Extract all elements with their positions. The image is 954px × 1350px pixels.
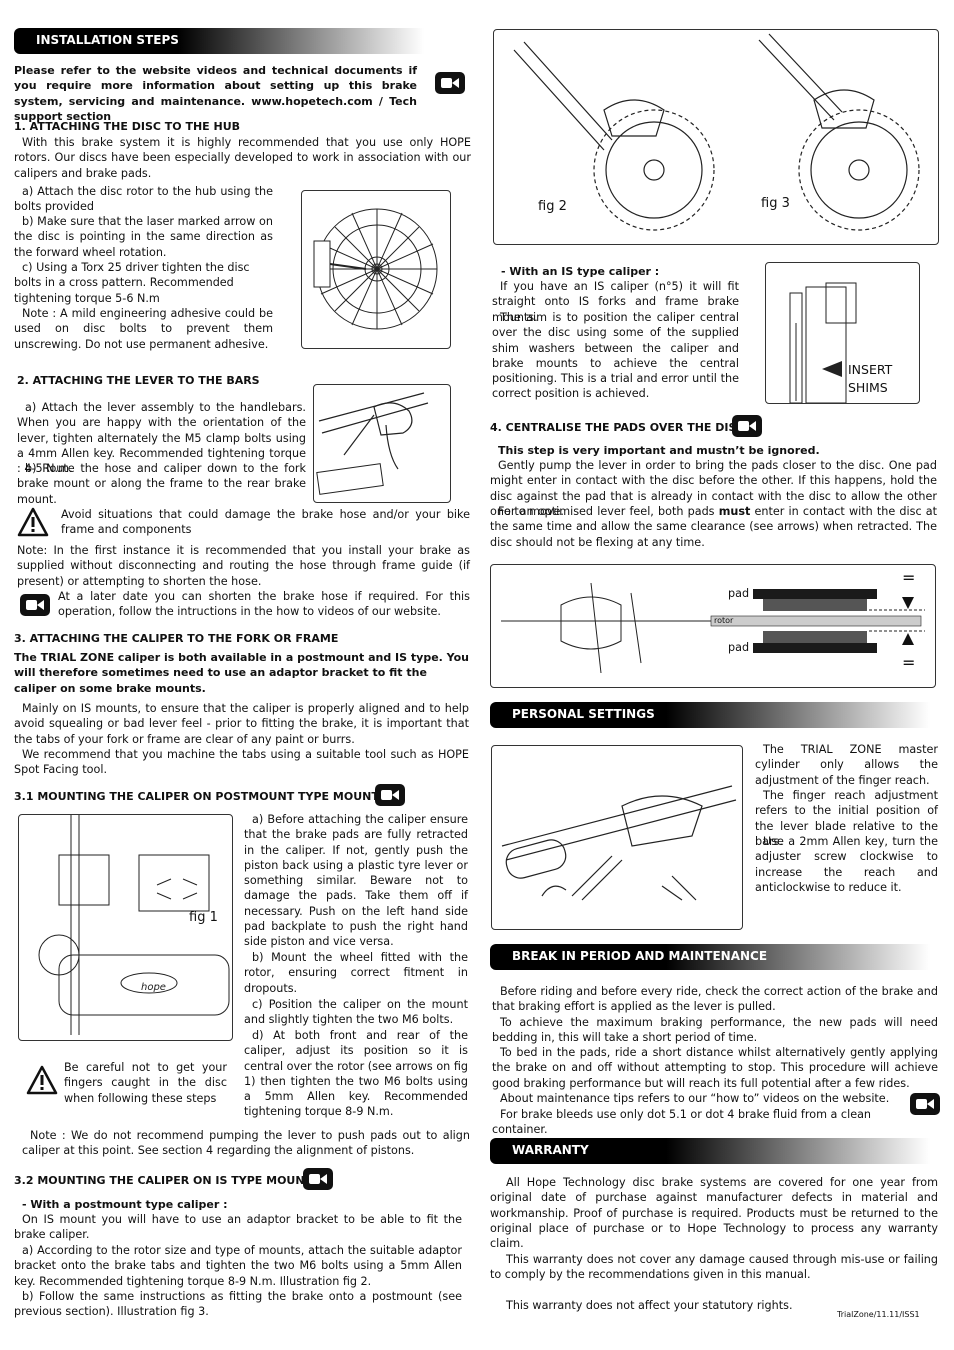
svg-text:hope: hope xyxy=(141,982,166,993)
fig2-fig3-illustration: fig 2 fig 3 xyxy=(493,29,939,245)
svg-text:=: = xyxy=(902,568,915,587)
svg-text:=: = xyxy=(902,653,915,672)
insert-shims-label: INSERT SHIMS xyxy=(848,362,893,395)
fig3-label: fig 3 xyxy=(761,196,790,211)
lever-illustration xyxy=(313,384,451,503)
s2-later: At a later date you can shorten the brak… xyxy=(58,590,470,619)
postmount-caliper-illustration: hope fig 1 xyxy=(18,814,233,1041)
s3-bold-text: The TRIAL ZONE caliper is both available… xyxy=(14,651,470,695)
bp-paragraph-3: To bed in the pads, ride a short distanc… xyxy=(492,1046,938,1090)
bp-paragraph-4: About maintenance tips refers to our “ho… xyxy=(500,1092,890,1105)
video-icon[interactable] xyxy=(303,1168,333,1190)
is-paragraph-1: If you have an IS caliper (n°5) it will … xyxy=(492,280,739,324)
installation-steps-header: INSTALLATION STEPS xyxy=(14,28,424,54)
section-32-title: 3.2 MOUNTING THE CALIPER ON IS TYPE MOUN… xyxy=(14,1174,320,1187)
bp-paragraph-2: To achieve the maximum braking performan… xyxy=(492,1016,938,1045)
video-icon[interactable] xyxy=(732,415,762,437)
fig2-label: fig 2 xyxy=(538,199,567,214)
s2-warning-text: Avoid situations that could damage the b… xyxy=(61,508,470,537)
video-icon[interactable] xyxy=(910,1093,940,1115)
s31-step-d: d) At both front and rear of the caliper… xyxy=(244,1029,468,1119)
s32-subtitle: - With a postmount type caliper : xyxy=(22,1198,228,1211)
section-4-title: 4. CENTRALISE THE PADS OVER THE DISC xyxy=(490,421,745,434)
rotor-label: rotor xyxy=(714,616,734,625)
section-2-title: 2. ATTACHING THE LEVER TO THE BARS xyxy=(17,374,260,387)
bp-paragraph-1: Before riding and before every ride, che… xyxy=(492,985,938,1014)
s32-step-b: b) Follow the same instructions as fitti… xyxy=(14,1290,462,1319)
s1-paragraph: With this brake system it is highly reco… xyxy=(14,136,471,180)
s2-step-a: a) Attach the lever assembly to the hand… xyxy=(17,401,306,476)
s4-paragraph-2: For an optimised lever feel, both pads m… xyxy=(490,505,938,549)
s31-warning-text: Be careful not to get your fingers caugh… xyxy=(64,1061,227,1105)
s1-step-a: a) Attach the disc rotor to the hub usin… xyxy=(14,185,273,214)
break-in-header: BREAK IN PERIOD AND MAINTENANCE xyxy=(490,944,930,970)
video-icon[interactable] xyxy=(375,784,405,806)
s32-paragraph: On IS mount you will have to use an adap… xyxy=(14,1213,462,1242)
video-icon[interactable] xyxy=(20,594,50,616)
s31-step-b: b) Mount the wheel fitted with the rotor… xyxy=(244,951,468,995)
insert-shims-illustration: INSERT SHIMS xyxy=(765,262,920,404)
pad-bottom-label: pad xyxy=(728,641,750,654)
s4-paragraph-1: Gently pump the lever in order to bring … xyxy=(490,459,937,518)
s2-note: Note: In the first instance it is recomm… xyxy=(17,544,470,588)
s3-paragraph-2: We recommend that you machine the tabs u… xyxy=(14,748,469,777)
video-icon[interactable] xyxy=(435,72,465,94)
warning-icon xyxy=(26,1065,58,1095)
warranty-paragraph-2: This warranty does not cover any damage … xyxy=(490,1253,938,1282)
bp-paragraph-5: For brake bleeds use only dot 5.1 or dot… xyxy=(492,1108,872,1137)
s3-paragraph-1: Mainly on IS mounts, to ensure that the … xyxy=(14,702,469,746)
pad-clearance-illustration: = = pad rotor pad xyxy=(490,564,936,688)
warning-icon xyxy=(17,507,49,537)
section-1-title: 1. ATTACHING THE DISC TO THE HUB xyxy=(14,120,241,133)
section-31-title: 3.1 MOUNTING THE CALIPER ON POSTMOUNT TY… xyxy=(14,790,387,803)
is-paragraph-2: The aim is to position the caliper centr… xyxy=(492,311,739,401)
personal-settings-header: PERSONAL SETTINGS xyxy=(490,702,930,728)
ps-paragraph-2: The finger reach adjustment refers to th… xyxy=(755,789,938,848)
s4-important: This step is very important and mustn’t … xyxy=(498,444,820,457)
warranty-header: WARRANTY xyxy=(490,1138,930,1164)
fig1-label: fig 1 xyxy=(189,910,218,925)
section-3-title: 3. ATTACHING THE CALIPER TO THE FORK OR … xyxy=(14,632,339,645)
warranty-paragraph-3: This warranty does not affect your statu… xyxy=(506,1299,793,1312)
warranty-paragraph-1: All Hope Technology disc brake systems a… xyxy=(490,1176,938,1251)
s31-step-c: c) Position the caliper on the mount and… xyxy=(244,998,468,1027)
s32-step-a: a) According to the rotor size and type … xyxy=(14,1244,462,1288)
finger-reach-illustration xyxy=(491,745,743,930)
pad-top-label: pad xyxy=(728,587,750,600)
s1-note: Note : A mild engineering adhesive could… xyxy=(14,307,273,351)
disc-hub-illustration xyxy=(301,190,451,349)
footer-code: TrialZone/11.11/ISS1 xyxy=(837,1310,920,1319)
ps-paragraph-1: The TRIAL ZONE master cylinder only allo… xyxy=(755,743,938,787)
s31-step-a: a) Before attaching the caliper ensure t… xyxy=(244,813,468,949)
is-subtitle: - With an IS type caliper : xyxy=(501,265,660,278)
s1-step-c: c) Using a Torx 25 driver tighten the di… xyxy=(14,261,250,305)
ps-paragraph-3: Use a 2mm Allen key, turn the adjuster s… xyxy=(755,835,938,894)
s1-step-b: b) Make sure that the laser marked arrow… xyxy=(14,215,273,259)
intro-text: Please refer to the website videos and t… xyxy=(14,64,417,123)
s2-step-b: b) Route the hose and caliper down to th… xyxy=(17,462,306,506)
s31-note: Note : We do not recommend pumping the l… xyxy=(22,1129,470,1158)
